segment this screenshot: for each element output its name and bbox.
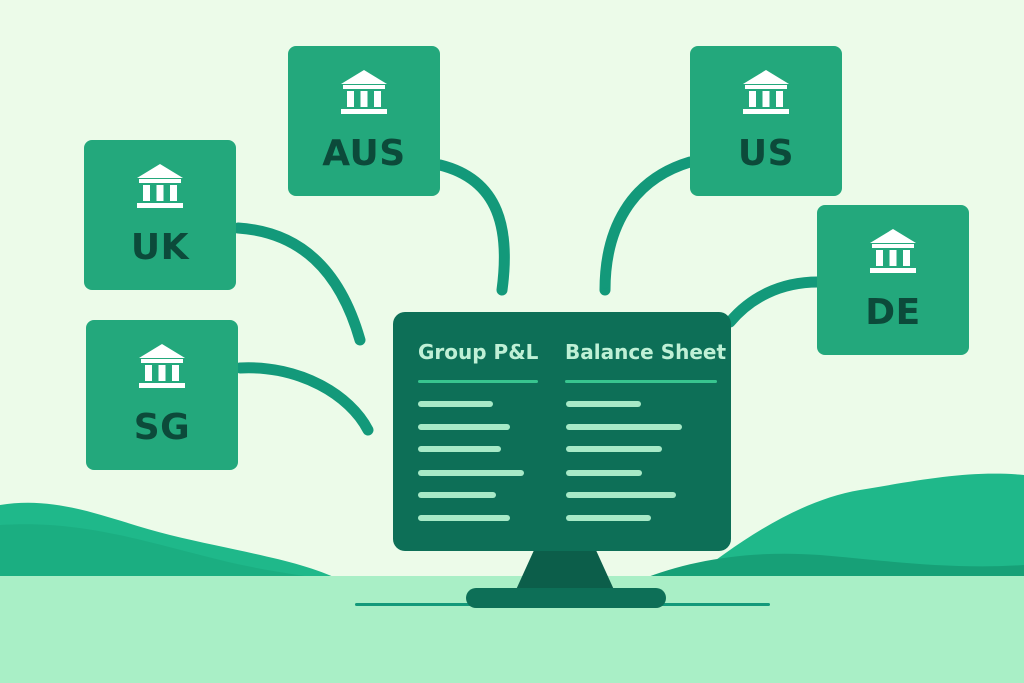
monitor-screen: Group P&L Balance Sheet <box>393 312 731 551</box>
entity-code: SG <box>133 407 191 448</box>
balance-sheet-title: Balance Sheet <box>565 340 727 364</box>
arrow-us-to-report <box>599 156 696 296</box>
monitor-base <box>466 588 666 608</box>
entity-code: US <box>737 133 795 174</box>
group-pl-title: Group P&L <box>418 340 539 364</box>
hill-right <box>690 473 1024 580</box>
bank-icon <box>137 164 183 208</box>
entity-code: AUS <box>322 133 406 174</box>
entity-card-uk: UK <box>84 140 236 290</box>
balance-sheet-line <box>566 515 651 521</box>
group-pl-line <box>418 515 510 521</box>
group-pl-line <box>418 446 501 452</box>
group-pl-rule <box>418 380 538 383</box>
balance-sheet-line <box>566 446 662 452</box>
arrow-uk-to-report <box>232 222 366 346</box>
balance-sheet-line <box>566 492 676 498</box>
group-pl-line <box>418 401 493 407</box>
balance-sheet-line <box>566 470 642 476</box>
group-pl-line <box>418 424 510 430</box>
balance-sheet-line <box>566 424 682 430</box>
entity-code: DE <box>865 292 921 333</box>
entity-card-aus: AUS <box>288 46 440 196</box>
group-pl-line <box>418 470 524 476</box>
entity-card-de: DE <box>817 205 969 355</box>
arrow-aus-to-report <box>434 159 510 296</box>
balance-sheet-rule <box>565 380 717 383</box>
bank-icon <box>870 229 916 273</box>
bank-icon <box>743 70 789 114</box>
entity-card-us: US <box>690 46 842 196</box>
bank-icon <box>341 70 387 114</box>
entity-card-sg: SG <box>86 320 238 470</box>
group-pl-line <box>418 492 496 498</box>
balance-sheet-line <box>566 401 641 407</box>
hill-left-back <box>0 524 330 580</box>
entity-code: UK <box>130 227 190 268</box>
hill-right-front <box>640 553 1024 580</box>
monitor-stand <box>515 548 615 592</box>
arrow-de-to-report <box>724 276 824 328</box>
arrow-sg-to-report <box>234 362 374 436</box>
bank-icon <box>139 344 185 388</box>
